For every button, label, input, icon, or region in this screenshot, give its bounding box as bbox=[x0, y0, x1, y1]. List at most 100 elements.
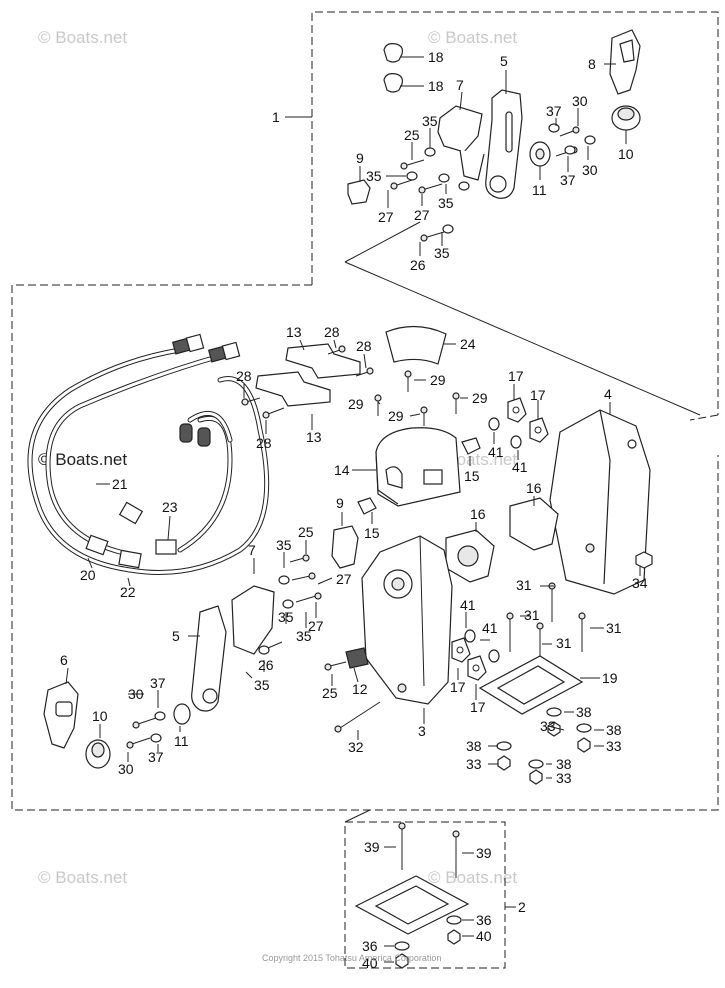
group-boundaries bbox=[11, 11, 719, 969]
watermark-top-left: © Boats.net bbox=[38, 28, 127, 47]
callout-22: 22 bbox=[120, 584, 136, 600]
cover-7 bbox=[437, 105, 483, 153]
callout-35h: 35 bbox=[254, 677, 270, 693]
callout-28b: 28 bbox=[356, 338, 372, 354]
callout-33c: 33 bbox=[466, 756, 482, 772]
callout-31d: 31 bbox=[606, 620, 622, 636]
callout-3: 3 bbox=[418, 723, 426, 739]
callout-32: 32 bbox=[348, 739, 364, 755]
leader-lines bbox=[65, 56, 641, 963]
callout-9a: 9 bbox=[356, 150, 364, 166]
bracket-13a bbox=[285, 343, 361, 379]
callout-17c: 17 bbox=[450, 679, 466, 695]
main-group-parts bbox=[27, 325, 653, 785]
callout-30a: 30 bbox=[572, 93, 588, 109]
cover-plate-24 bbox=[385, 325, 447, 365]
callout-28c: 28 bbox=[236, 368, 252, 384]
callout-41d: 41 bbox=[482, 620, 498, 636]
boss-11-lower bbox=[173, 703, 191, 725]
callout-29b: 29 bbox=[348, 396, 364, 412]
callout-36a: 36 bbox=[476, 912, 492, 928]
callout-8: 8 bbox=[588, 56, 596, 72]
callout-12: 12 bbox=[352, 681, 368, 697]
callout-31b: 31 bbox=[524, 607, 540, 623]
callout-37d: 37 bbox=[148, 749, 164, 765]
callout-11b: 11 bbox=[174, 733, 189, 749]
copyright-notice: Copyright 2015 Tohatsu America Corporati… bbox=[262, 953, 441, 963]
callout-35c: 35 bbox=[438, 195, 454, 211]
callout-36b: 36 bbox=[362, 938, 378, 954]
callout-38b: 38 bbox=[606, 722, 622, 738]
callout-30d: 30 bbox=[118, 761, 134, 777]
nut-34 bbox=[635, 551, 653, 569]
callout-34: 34 bbox=[632, 575, 648, 591]
callout-27b: 27 bbox=[414, 207, 430, 223]
callout-25b: 25 bbox=[298, 524, 314, 540]
callout-27c: 27 bbox=[336, 571, 352, 587]
callout-16a: 16 bbox=[526, 480, 542, 496]
callout-29c: 29 bbox=[388, 408, 404, 424]
svg-text:© Boats.net: © Boats.net bbox=[38, 28, 127, 47]
callout-4: 4 bbox=[604, 386, 612, 402]
bottom-group-parts bbox=[354, 822, 470, 969]
callout-28d: 28 bbox=[256, 435, 272, 451]
callout-33b: 33 bbox=[606, 738, 622, 754]
callout-23: 23 bbox=[162, 499, 178, 515]
callout-24: 24 bbox=[460, 336, 476, 352]
clip-15b bbox=[357, 497, 377, 515]
watermark-bottom-left: © Boats.net bbox=[38, 868, 127, 887]
cover-7-lower bbox=[231, 585, 275, 655]
callout-7a: 7 bbox=[456, 77, 464, 93]
callout-28a: 28 bbox=[324, 324, 340, 340]
bracket-17c bbox=[451, 637, 471, 663]
callout-27d: 27 bbox=[308, 618, 324, 634]
callout-40b: 40 bbox=[362, 955, 378, 971]
plug-9-lower bbox=[331, 525, 359, 569]
callout-26b: 26 bbox=[258, 657, 274, 673]
callout-39b: 39 bbox=[476, 845, 492, 861]
callout-11a: 11 bbox=[532, 182, 547, 198]
callout-35e: 35 bbox=[276, 537, 292, 553]
callout-37b: 37 bbox=[560, 172, 576, 188]
callout-2: 2 bbox=[518, 899, 526, 915]
svg-text:© Boats.net: © Boats.net bbox=[428, 868, 517, 887]
clip-15a bbox=[461, 437, 481, 455]
callout-40a: 40 bbox=[476, 928, 492, 944]
callout-30c: 30 bbox=[128, 686, 144, 702]
callout-35a: 35 bbox=[422, 113, 438, 129]
callout-17a: 17 bbox=[508, 368, 524, 384]
callout-33d: 33 bbox=[556, 770, 572, 786]
callout-31a: 31 bbox=[516, 577, 532, 593]
housing-3 bbox=[361, 535, 453, 705]
callout-29a: 29 bbox=[430, 372, 446, 388]
callout-31c: 31 bbox=[556, 635, 572, 651]
bracket-17a bbox=[507, 397, 527, 423]
bolt-32 bbox=[339, 701, 381, 729]
callout-37a: 37 bbox=[546, 103, 562, 119]
callout-39a: 39 bbox=[364, 839, 380, 855]
callout-14: 14 bbox=[334, 462, 350, 478]
callout-10a: 10 bbox=[618, 146, 634, 162]
callout-30b: 30 bbox=[582, 162, 598, 178]
plug-9 bbox=[347, 179, 371, 205]
lever-5 bbox=[485, 89, 523, 199]
callout-17d: 17 bbox=[470, 699, 486, 715]
callout-38d: 38 bbox=[556, 756, 572, 772]
svg-text:© Boats.net: © Boats.net bbox=[428, 28, 517, 47]
callout-41b: 41 bbox=[512, 459, 528, 475]
callout-26a: 26 bbox=[410, 257, 426, 273]
callout-27a: 27 bbox=[378, 209, 394, 225]
svg-text:© Boats.net: © Boats.net bbox=[38, 450, 127, 469]
watermark-mid-left: © Boats.net bbox=[38, 450, 127, 469]
top-group-parts bbox=[347, 29, 641, 242]
lever-5-lower bbox=[191, 605, 227, 712]
callout-21: 21 bbox=[112, 476, 128, 492]
grommet-18b bbox=[383, 73, 403, 93]
callout-38c: 38 bbox=[466, 738, 482, 754]
callout-38a: 38 bbox=[576, 704, 592, 720]
callout-10b: 10 bbox=[92, 708, 108, 724]
block-12 bbox=[345, 647, 369, 669]
callout-35b: 35 bbox=[366, 168, 382, 184]
callout-33a: 33 bbox=[540, 718, 556, 734]
svg-text:© Boats.net: © Boats.net bbox=[38, 868, 127, 887]
